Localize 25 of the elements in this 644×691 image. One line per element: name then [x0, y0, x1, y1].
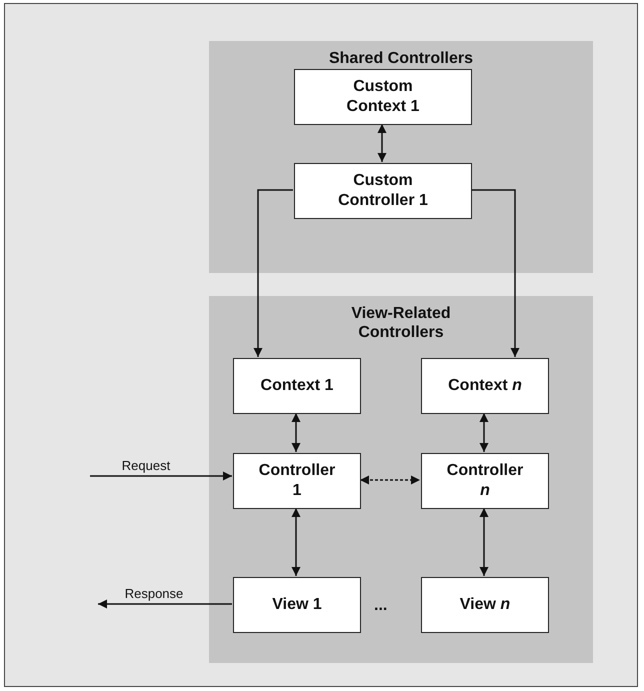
io-label: Response: [99, 586, 209, 605]
process-box: View 1: [233, 577, 361, 633]
arrow: [98, 600, 232, 608]
process-box: View n: [421, 577, 549, 633]
group-title: Shared Controllers: [328, 49, 474, 68]
double-arrow: [360, 476, 420, 484]
double-arrow: [292, 413, 300, 452]
double-arrow: [480, 508, 488, 576]
process-box: Controller 1: [233, 453, 361, 509]
double-arrow: [378, 124, 386, 162]
process-box: Custom Controller 1: [294, 163, 472, 219]
arrow: [254, 189, 293, 357]
group-title: View-Related Controllers: [350, 304, 452, 342]
process-box: Controller n: [421, 453, 549, 509]
arrow: [90, 472, 232, 480]
process-box: Custom Context 1: [294, 69, 472, 125]
process-box: Context n: [421, 358, 549, 414]
group-panel: [209, 296, 593, 663]
process-box: Context 1: [233, 358, 361, 414]
arrow: [471, 189, 520, 357]
double-arrow: [292, 508, 300, 576]
double-arrow: [480, 413, 488, 452]
ellipsis-label: ...: [374, 598, 388, 614]
io-label: Request: [91, 458, 201, 477]
group-panel: [209, 41, 593, 273]
